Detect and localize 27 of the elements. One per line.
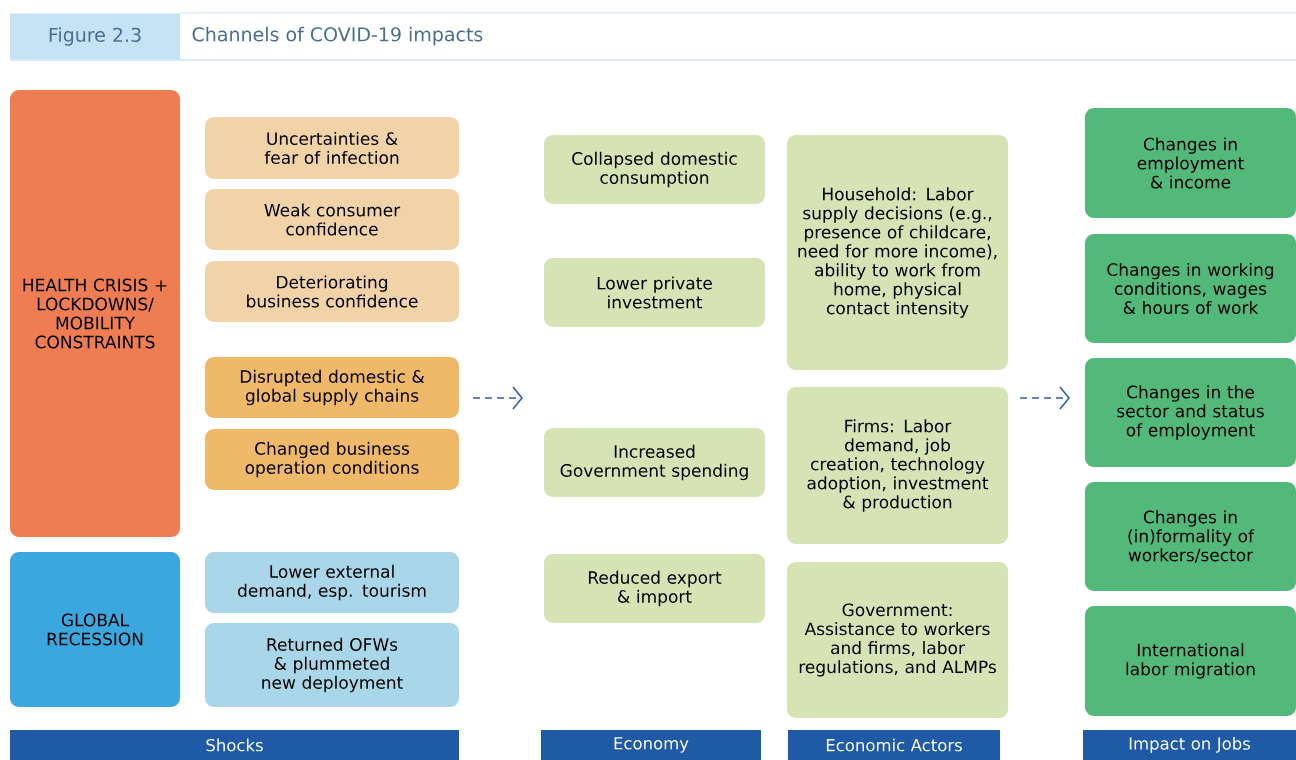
column-header-bar: Impact on Jobs <box>1083 730 1296 760</box>
impact-box: Changes in (in)formality of workers/sector <box>1085 482 1296 591</box>
channel-box: Lower external demand, esp. tourism <box>205 552 459 613</box>
figure-number: Figure 2.3 <box>10 13 180 60</box>
impact-box: Changes in the sector and status of employment <box>1085 358 1296 467</box>
channel-box: Disrupted domestic & global supply chains <box>205 357 459 418</box>
channel-box: Changed business operation conditions <box>205 429 459 490</box>
actor-box: Household: Labor supply decisions (e.g., presence of childcare, need for more income), ability to work from home, physical contact intensity <box>787 135 1008 370</box>
shock-box: GLOBAL RECESSION <box>10 552 180 707</box>
channel-box: Returned OFWs & plummeted new deployment <box>205 623 459 707</box>
impact-box: Changes in working conditions, wages & hours of work <box>1085 234 1296 343</box>
figure-title: Channels of COVID-19 impacts <box>192 26 483 46</box>
economy-box: Lower private investment <box>544 258 765 327</box>
economy-box: Increased Government spending <box>544 428 765 497</box>
column-header-bar: Economic Actors <box>788 730 1000 760</box>
shock-box: HEALTH CRISIS + LOCKDOWNS/ MOBILITY CONSTRAINTS <box>10 90 180 537</box>
economy-box: Reduced export & import <box>544 554 765 623</box>
column-header-bar: Economy <box>541 730 761 760</box>
impact-box: Changes in employment & income <box>1085 108 1296 218</box>
channel-box: Weak consumer confidence <box>205 189 459 250</box>
actor-box: Firms: Labor demand, job creation, technology adoption, investment & production <box>787 387 1008 544</box>
column-header-bar: Shocks <box>10 730 459 760</box>
impact-box: International labor migration <box>1085 606 1296 716</box>
economy-box: Collapsed domestic consumption <box>544 135 765 204</box>
channel-box: Uncertainties & fear of infection <box>205 117 459 179</box>
actor-box: Government: Assistance to workers and firms, labor regulations, and ALMPs <box>787 562 1008 718</box>
channel-box: Deteriorating business confidence <box>205 261 459 322</box>
